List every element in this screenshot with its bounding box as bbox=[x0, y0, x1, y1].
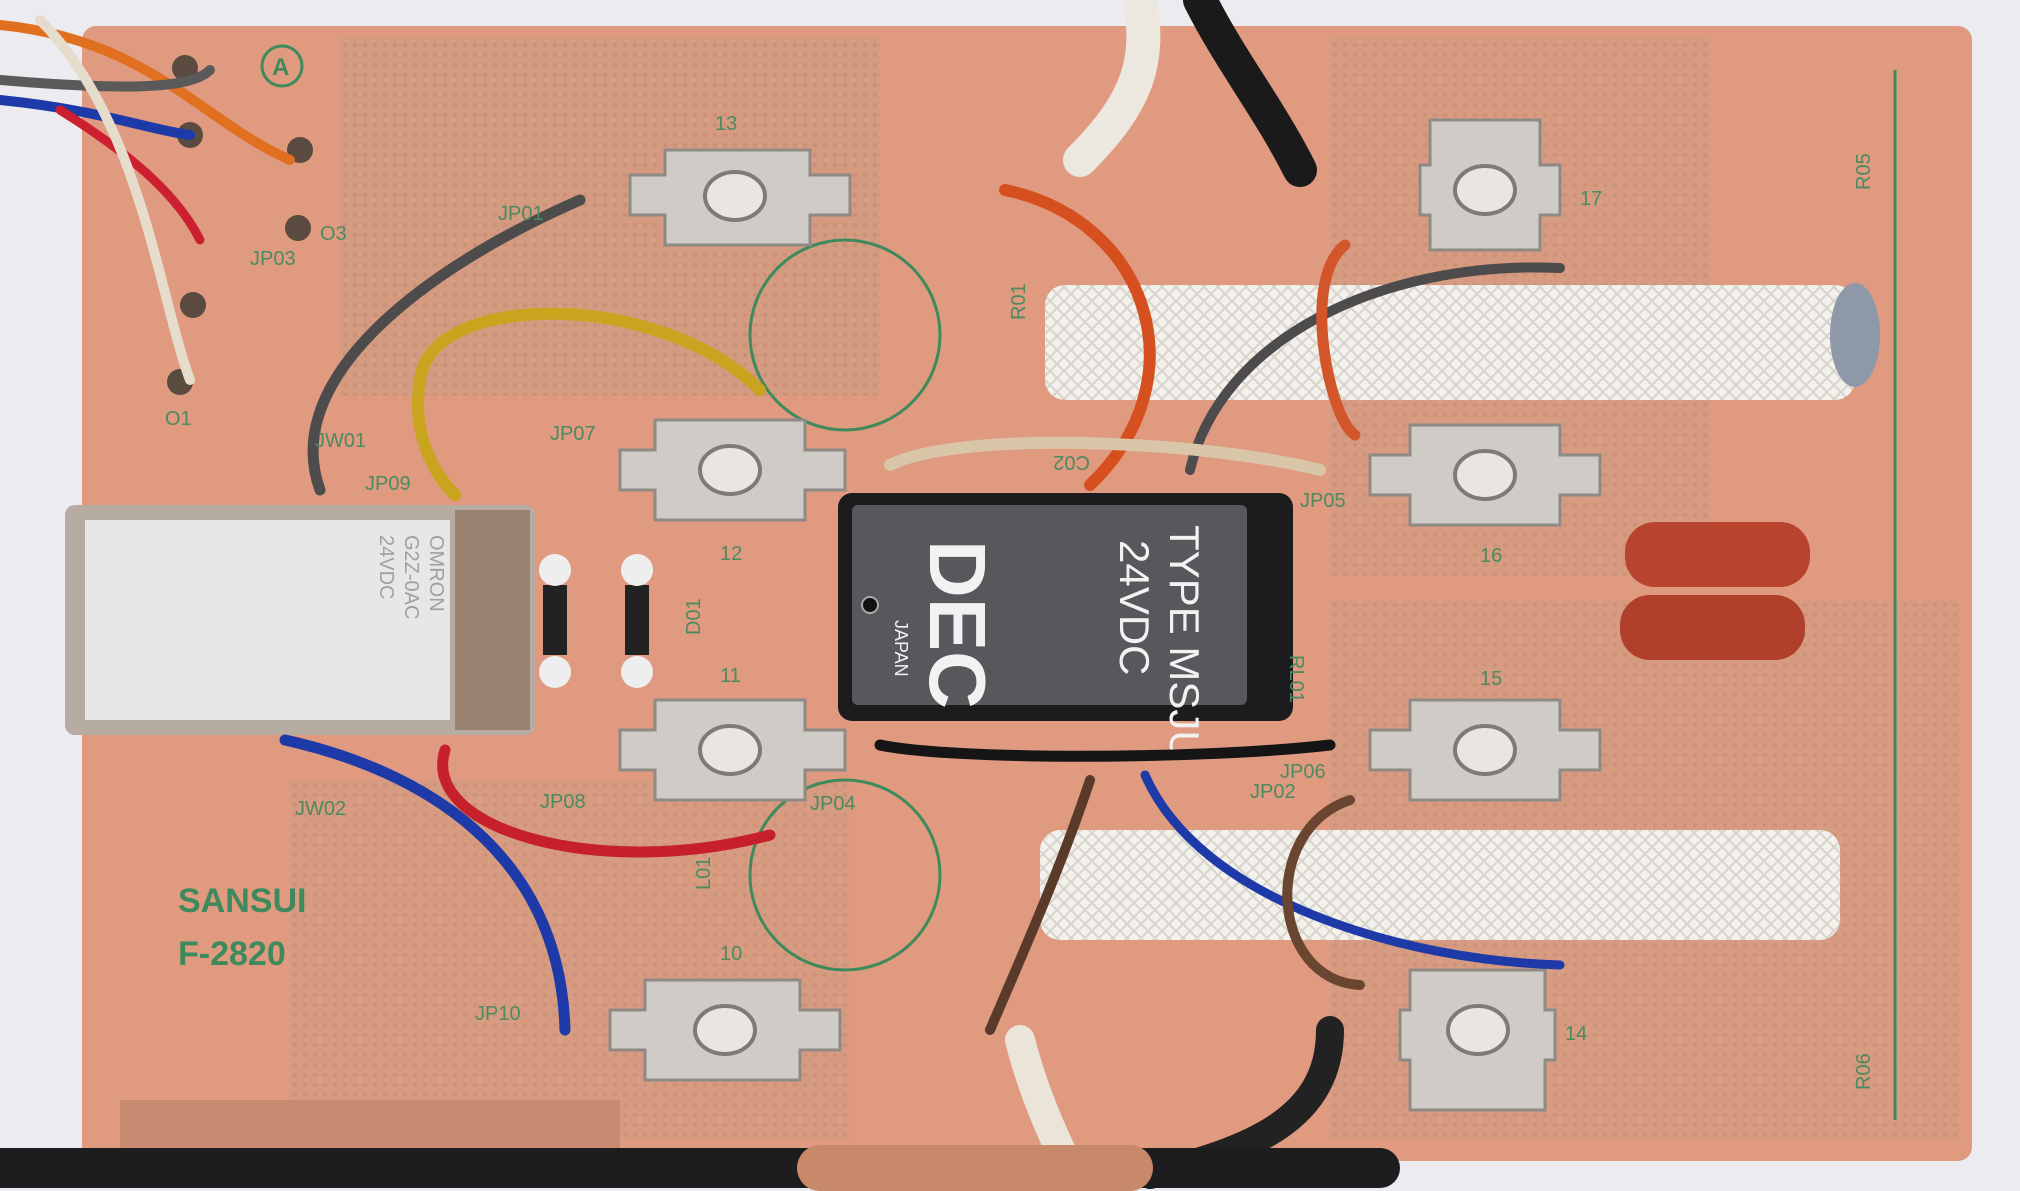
wire-black-loop bbox=[874, 739, 1336, 762]
wire-tan bbox=[884, 436, 1326, 476]
relay-brand: DEC bbox=[913, 540, 1002, 709]
terminal-label: 17 bbox=[1580, 188, 1602, 210]
capacitor bbox=[1620, 595, 1805, 660]
pcb-label: JP06 bbox=[1280, 761, 1326, 783]
wire-brown bbox=[985, 775, 1095, 1035]
wire-yellow bbox=[412, 307, 766, 501]
pcb-label: C02 bbox=[1053, 451, 1090, 473]
lug-holes bbox=[693, 164, 1517, 1056]
pcb-label: O3 bbox=[320, 223, 347, 245]
terminal-lugs bbox=[608, 118, 1602, 1112]
terminal-label: 12 bbox=[720, 543, 742, 565]
aux-relay-brand: OMRON bbox=[425, 535, 447, 612]
wire-blue bbox=[279, 734, 571, 1036]
solder-pads bbox=[167, 55, 313, 395]
relay-origin: JAPAN bbox=[891, 620, 911, 677]
wire-bundle-blue bbox=[0, 95, 195, 140]
main-relay: TYPE MSJU 24VDC DEC JAPAN bbox=[838, 493, 1293, 761]
pcb-label: R06 bbox=[1853, 1053, 1875, 1090]
wire-bundle-red bbox=[55, 105, 205, 245]
diodes bbox=[539, 554, 653, 688]
pcb-label: JP02 bbox=[1250, 781, 1296, 803]
resistor-cap bbox=[1830, 283, 1880, 387]
wires bbox=[0, 0, 1565, 1191]
pcb-label: JW01 bbox=[315, 430, 366, 452]
terminal-label: 13 bbox=[715, 113, 737, 135]
capacitor bbox=[1625, 522, 1810, 587]
wire-gray bbox=[307, 194, 586, 496]
pcb-label: RL01 bbox=[1285, 655, 1307, 703]
power-resistor-top bbox=[1045, 285, 1855, 400]
terminal-label: 10 bbox=[720, 943, 742, 965]
marker-label: A bbox=[272, 54, 289, 81]
wire-black bbox=[1183, 0, 1317, 187]
pcb-label: JP09 bbox=[365, 473, 411, 495]
pcb-label: JP10 bbox=[475, 1003, 521, 1025]
wire-bundle-gray bbox=[0, 65, 215, 92]
pcb-label: JW02 bbox=[295, 798, 346, 820]
aux-relay-model: G2Z-0AC bbox=[400, 535, 422, 619]
pcb-label: JP01 bbox=[498, 203, 544, 225]
pcb-label: JP04 bbox=[810, 793, 856, 815]
inductor-outline bbox=[748, 238, 942, 432]
terminal-label: 15 bbox=[1480, 668, 1502, 690]
marker-circle bbox=[260, 44, 304, 88]
wire-brown-loop bbox=[1282, 795, 1365, 990]
wire-blue2 bbox=[1140, 770, 1565, 970]
pcb-label: JP03 bbox=[250, 248, 296, 270]
terminal-label: 14 bbox=[1565, 1023, 1587, 1045]
pcb-label: JP07 bbox=[550, 423, 596, 445]
power-resistor-bottom bbox=[1040, 830, 1840, 940]
pcb-label: JP08 bbox=[540, 791, 586, 813]
terminal-label: 11 bbox=[720, 665, 741, 687]
pcb-label: R05 bbox=[1853, 153, 1875, 190]
inductor-outline bbox=[748, 778, 942, 972]
wire-white bbox=[1063, 0, 1161, 177]
brand-label: SANSUI bbox=[178, 882, 306, 920]
wire-orange-loop bbox=[1316, 239, 1361, 441]
relay-type: TYPE MSJU bbox=[1161, 525, 1208, 761]
edge-connector bbox=[120, 1100, 620, 1160]
pcb-label: L01 bbox=[693, 857, 715, 890]
aux-relay-voltage: 24VDC bbox=[375, 535, 397, 599]
relay-voltage: 24VDC bbox=[1111, 540, 1158, 675]
model-label: F-2820 bbox=[178, 935, 286, 973]
terminal-label: 16 bbox=[1480, 545, 1502, 567]
aux-relay: OMRON G2Z-0AC 24VDC bbox=[65, 505, 535, 735]
pcb-label: R01 bbox=[1008, 283, 1030, 320]
wire-bundle-white bbox=[35, 15, 195, 385]
pcb-label: D01 bbox=[683, 598, 705, 635]
pcb-label: JP05 bbox=[1300, 490, 1346, 512]
wire-red bbox=[437, 744, 776, 858]
pcb-label: O1 bbox=[165, 408, 192, 430]
